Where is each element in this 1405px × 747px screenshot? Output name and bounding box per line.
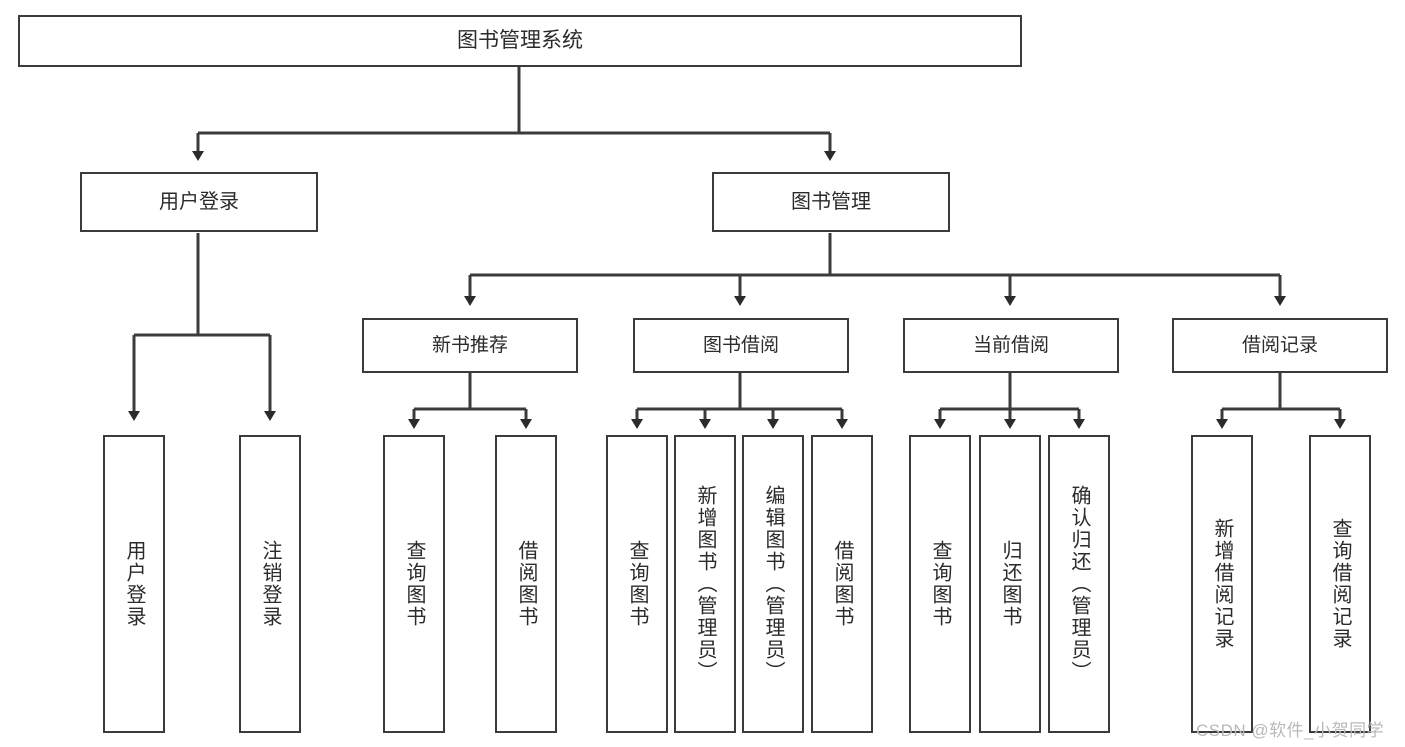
leaf-borrow-record-1[interactable]: 新增借阅记录 bbox=[1191, 435, 1253, 733]
node-borrow-record[interactable]: 借阅记录 bbox=[1172, 318, 1388, 373]
node-book-manage[interactable]: 图书管理 bbox=[712, 172, 950, 232]
leaf-book-borrow-1-label: 查询图书 bbox=[626, 540, 648, 628]
node-new-book-recommend-label: 新书推荐 bbox=[431, 334, 508, 356]
leaf-book-borrow-4-label: 借阅图书 bbox=[831, 540, 853, 628]
node-new-book-recommend[interactable]: 新书推荐 bbox=[362, 318, 578, 373]
leaf-book-borrow-2[interactable]: 新增图书（管理员） bbox=[674, 435, 736, 733]
node-borrow-record-label: 借阅记录 bbox=[1241, 334, 1318, 356]
watermark: CSDN @软件_小贺同学 bbox=[1196, 721, 1385, 740]
leaf-current-borrow-2[interactable]: 归还图书 bbox=[979, 435, 1041, 733]
leaf-new-book-2-label: 借阅图书 bbox=[515, 540, 537, 628]
node-root[interactable]: 图书管理系统 bbox=[18, 15, 1022, 67]
leaf-new-book-1[interactable]: 查询图书 bbox=[383, 435, 445, 733]
leaf-current-borrow-1[interactable]: 查询图书 bbox=[909, 435, 971, 733]
leaf-current-borrow-3[interactable]: 确认归还（管理员） bbox=[1048, 435, 1110, 733]
node-root-label: 图书管理系统 bbox=[457, 28, 583, 52]
leaf-borrow-record-2-label: 查询借阅记录 bbox=[1329, 518, 1351, 650]
leaf-user-login-1[interactable]: 用户登录 bbox=[103, 435, 165, 733]
leaf-book-borrow-3[interactable]: 编辑图书（管理员） bbox=[742, 435, 804, 733]
node-user-login-label: 用户登录 bbox=[159, 190, 239, 213]
node-current-borrow-label: 当前借阅 bbox=[972, 334, 1049, 356]
leaf-user-login-2[interactable]: 注销登录 bbox=[239, 435, 301, 733]
leaf-current-borrow-2-label: 归还图书 bbox=[999, 540, 1021, 628]
leaf-current-borrow-1-label: 查询图书 bbox=[929, 540, 951, 628]
leaf-new-book-1-label: 查询图书 bbox=[403, 540, 425, 628]
leaf-book-borrow-2-label: 新增图书（管理员） bbox=[694, 485, 716, 683]
leaf-book-borrow-1[interactable]: 查询图书 bbox=[606, 435, 668, 733]
leaf-borrow-record-1-label: 新增借阅记录 bbox=[1211, 518, 1233, 650]
node-user-login[interactable]: 用户登录 bbox=[80, 172, 318, 232]
leaf-new-book-2[interactable]: 借阅图书 bbox=[495, 435, 557, 733]
node-current-borrow[interactable]: 当前借阅 bbox=[903, 318, 1119, 373]
leaf-borrow-record-2[interactable]: 查询借阅记录 bbox=[1309, 435, 1371, 733]
leaf-current-borrow-3-label: 确认归还（管理员） bbox=[1068, 485, 1090, 683]
leaf-user-login-1-label: 用户登录 bbox=[123, 540, 145, 628]
node-book-manage-label: 图书管理 bbox=[791, 190, 871, 213]
leaf-book-borrow-3-label: 编辑图书（管理员） bbox=[762, 485, 784, 683]
leaf-user-login-2-label: 注销登录 bbox=[259, 540, 281, 628]
leaf-book-borrow-4[interactable]: 借阅图书 bbox=[811, 435, 873, 733]
node-book-borrow-label: 图书借阅 bbox=[702, 334, 779, 356]
node-book-borrow[interactable]: 图书借阅 bbox=[633, 318, 849, 373]
